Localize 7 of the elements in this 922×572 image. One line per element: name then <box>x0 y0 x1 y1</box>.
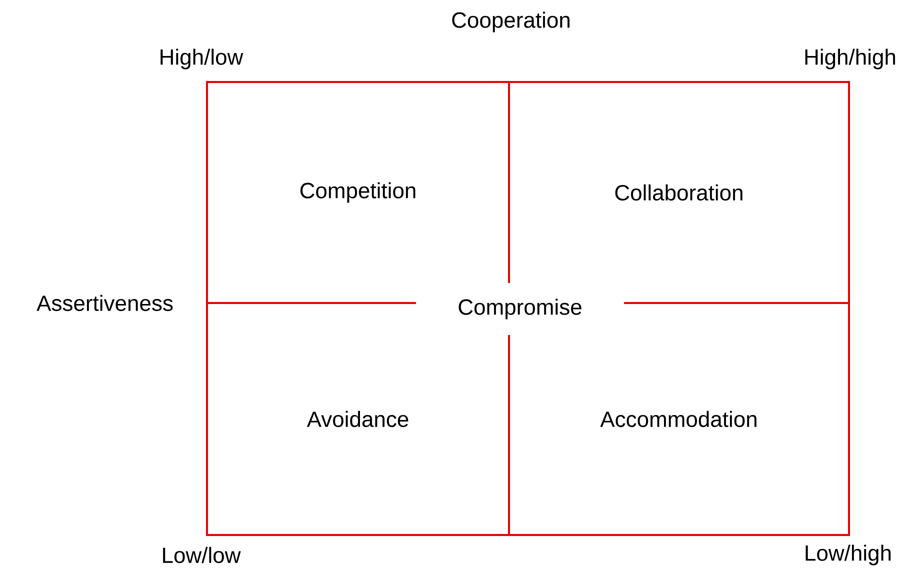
axis-label: Cooperation <box>452 12 570 32</box>
axis-label: Assertiveness <box>36 294 173 312</box>
corner-label: Low/high <box>806 544 891 566</box>
center-label: Compromise <box>416 283 624 335</box>
corner-label: High/low <box>160 48 244 70</box>
corner-label: Low/low <box>163 546 241 564</box>
corner-label: High/high <box>805 48 896 70</box>
